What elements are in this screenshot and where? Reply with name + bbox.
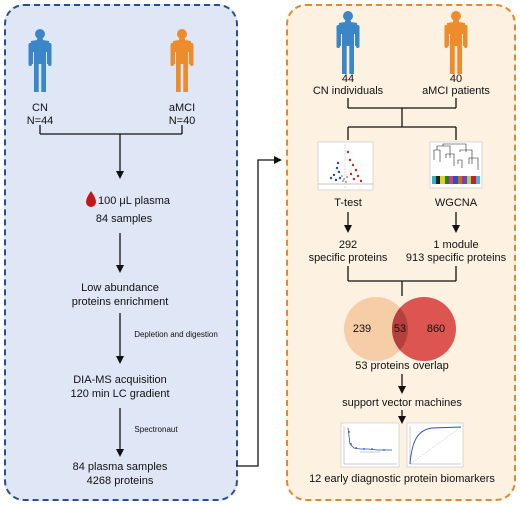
spectronaut-label: Spectronaut: [134, 425, 178, 434]
sample-count: 84 samples: [95, 213, 153, 225]
enrichment-step-line1: Low abundance: [81, 282, 159, 294]
panel-connector-arrow: [236, 156, 282, 467]
venn-merge-connector: [347, 266, 457, 296]
amci-sample-size: N=40: [168, 115, 196, 127]
result-samples: 84 plasma samples: [72, 461, 168, 473]
cn-count: 44: [341, 73, 355, 85]
method-result-arrows: [344, 212, 460, 233]
wgcna-description: 913 specific proteins: [405, 252, 507, 264]
venn-diagram: [344, 297, 456, 361]
venn-ttest-circle: [344, 297, 408, 361]
plasma-volume: 100 μL plasma: [98, 195, 170, 207]
venn-left-count: 239: [352, 323, 372, 335]
amci-count: 40: [449, 73, 463, 85]
amci-patients-person-icon: [444, 11, 468, 74]
venn-wgcna-circle: [392, 297, 456, 361]
amci-patients-label: aMCI patients: [422, 85, 490, 97]
wgcna-count: 1 module: [433, 239, 479, 251]
result-proteins: 4268 proteins: [86, 475, 154, 487]
volcano-plot-thumbnail: [317, 141, 374, 191]
dia-ms-step-line1: DIA-MS acquisition: [73, 374, 167, 386]
dia-ms-step-line2: 120 min LC gradient: [70, 388, 170, 400]
venn-overlap-count: 53: [393, 323, 407, 335]
svm-scatter-thumbnail: [340, 422, 400, 468]
cn-individuals-label: CN individuals: [312, 85, 384, 97]
depletion-digestion-label: Depletion and digestion: [134, 330, 218, 339]
amci-label: aMCI: [168, 102, 196, 114]
wgcna-label: WGCNA: [434, 197, 478, 209]
svm-roc-thumbnail: [406, 422, 464, 468]
amci-person-icon: [170, 29, 194, 92]
ttest-description: specific proteins: [308, 252, 388, 264]
venn-right-count: 860: [426, 323, 446, 335]
cn-label: CN: [32, 102, 48, 114]
ttest-label: T-test: [334, 197, 362, 209]
biomarker-result: 12 early diagnostic protein biomarkers: [309, 473, 495, 485]
ttest-count: 292: [338, 239, 358, 251]
cn-person-icon: [28, 29, 52, 92]
enrichment-step-line2: proteins enrichment: [71, 296, 169, 308]
blood-drop-icon: [86, 191, 96, 207]
left-merge-connector: [39, 125, 183, 179]
overlap-label: 53 proteins overlap: [355, 360, 449, 372]
cn-individuals-person-icon: [336, 11, 360, 74]
right-merge-connector: [347, 98, 457, 140]
svm-label: support vector machines: [342, 397, 462, 409]
wgcna-dendrogram-thumbnail: [429, 141, 483, 189]
cn-sample-size: N=44: [26, 115, 54, 127]
